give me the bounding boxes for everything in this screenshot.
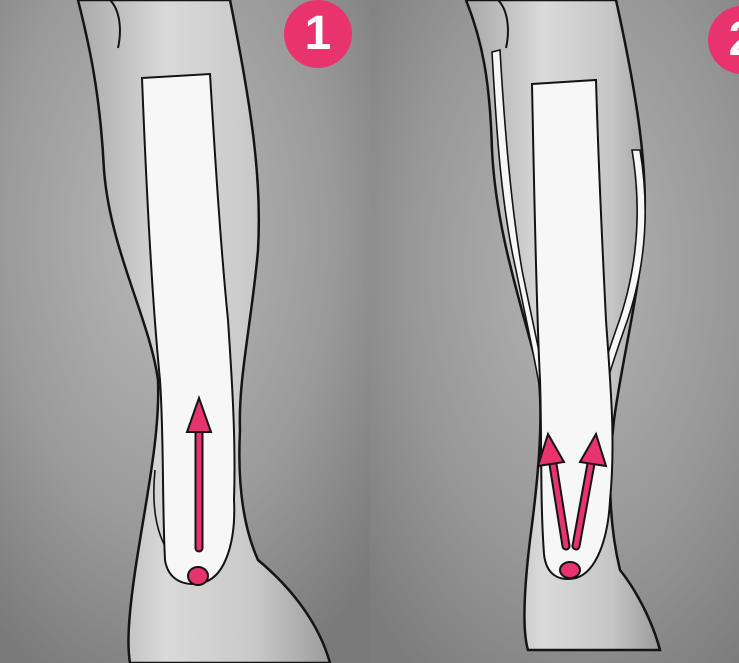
step-1-anchor-dot [188, 567, 208, 585]
step-1-badge: 1 [284, 0, 352, 68]
step-2-illustration [370, 0, 739, 663]
step-1-illustration [0, 0, 370, 663]
step-1-panel: 1 [0, 0, 370, 663]
step-2-panel: 2 [370, 0, 739, 663]
step-2-anchor-dot [560, 562, 580, 578]
